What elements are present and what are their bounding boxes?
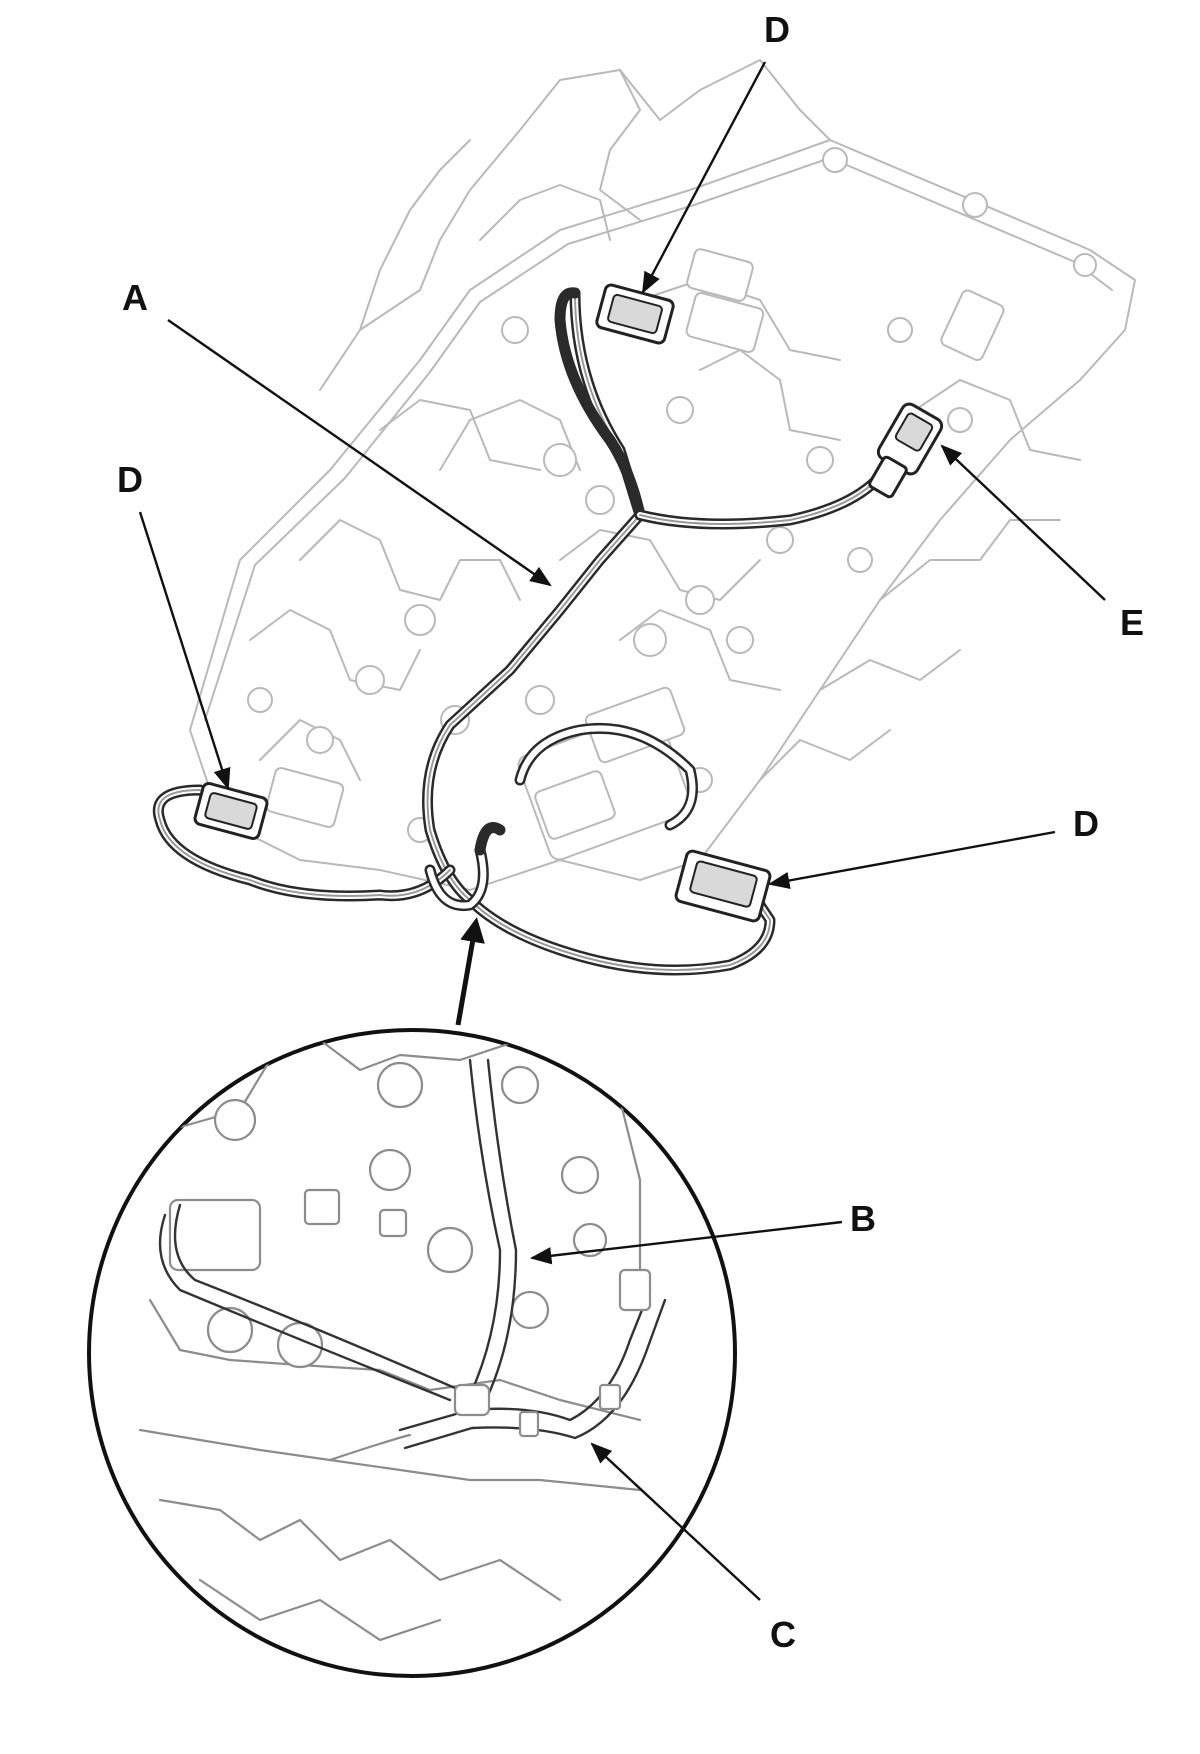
leader-d-right [767, 830, 1056, 890]
leader-d-left [138, 511, 231, 791]
detail-magnified-view [87, 1028, 737, 1678]
connector-d-left [193, 782, 269, 840]
leader-a [167, 319, 552, 587]
leader-d-top [641, 61, 767, 294]
connector-d-right [674, 849, 772, 923]
connector-d-top [595, 283, 675, 345]
valve-body-outline [189, 139, 1136, 891]
transmission-valve-body-illustration [189, 59, 1136, 891]
leader-e [940, 444, 1106, 601]
callout-d-right-label: D [1073, 803, 1099, 844]
leader-b [529, 1220, 843, 1265]
detail-pointer-arrow [455, 917, 485, 1026]
callout-c-label: C [770, 1614, 796, 1655]
connector-e [868, 402, 944, 499]
callout-e-label: E [1120, 602, 1144, 643]
callout-leaders [138, 61, 1106, 1601]
callout-a-label: A [122, 277, 148, 318]
callout-b-label: B [850, 1198, 876, 1239]
callout-d-left-label: D [117, 459, 143, 500]
callout-d-top-label: D [764, 9, 790, 50]
leader-c [590, 1442, 761, 1601]
callout-labels: A B C D D D E [117, 9, 1144, 1655]
